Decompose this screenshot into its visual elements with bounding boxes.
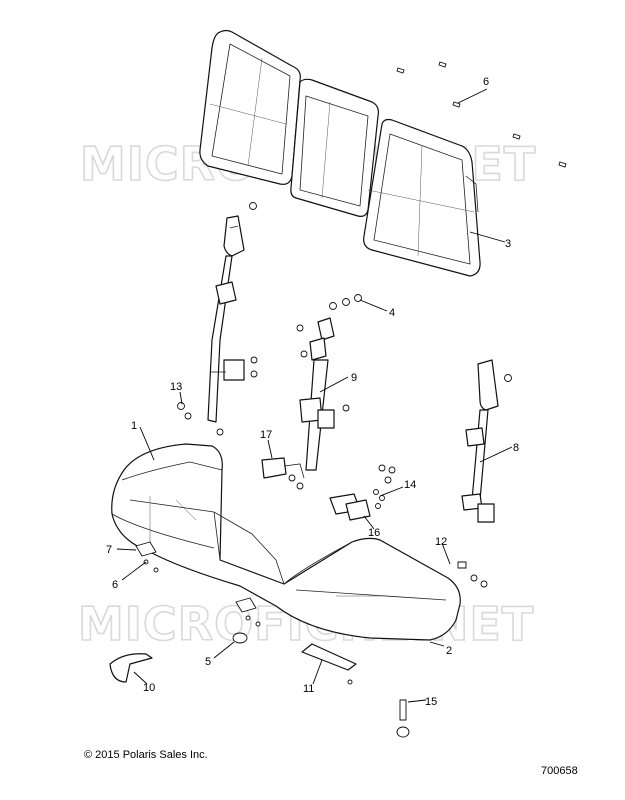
callout-12: 12 xyxy=(435,536,447,548)
callout-11: 11 xyxy=(303,683,314,695)
callout-2: 2 xyxy=(446,645,452,657)
buckle-17 xyxy=(261,457,305,490)
copyright-text: © 2015 Polaris Sales Inc. xyxy=(84,749,208,761)
leader-lines xyxy=(116,88,513,703)
callout-6-top: 6 xyxy=(483,76,489,88)
callout-7: 7 xyxy=(106,544,112,556)
buckle-16 xyxy=(329,489,385,521)
seat-back xyxy=(199,29,481,277)
callout-15: 15 xyxy=(425,696,437,708)
clip-10 xyxy=(109,653,153,683)
grommet-5 xyxy=(232,632,248,644)
callout-16: 16 xyxy=(368,527,380,539)
callout-3: 3 xyxy=(505,238,511,250)
callout-14: 14 xyxy=(404,479,416,491)
callout-8: 8 xyxy=(513,442,519,454)
bracket-11 xyxy=(301,643,357,671)
drawing-number: 700658 xyxy=(541,765,578,777)
seat-belt-right xyxy=(461,359,499,523)
bracket-7 xyxy=(135,541,157,557)
callout-1: 1 xyxy=(131,420,137,432)
callout-6-bottom: 6 xyxy=(112,579,118,591)
callout-10: 10 xyxy=(143,682,155,694)
seat-belt-center xyxy=(299,317,335,471)
seat-belt-left xyxy=(207,215,245,423)
callout-13: 13 xyxy=(170,381,182,393)
callout-4: 4 xyxy=(389,307,395,319)
push-pin-15 xyxy=(399,699,407,721)
callout-17: 17 xyxy=(260,429,272,441)
callout-5: 5 xyxy=(205,656,211,668)
callout-9: 9 xyxy=(351,372,357,384)
callouts: 1 2 3 4 5 6 6 7 8 9 10 11 12 13 14 15 16… xyxy=(106,76,519,708)
nuts-4 xyxy=(329,294,362,310)
seat-back-bolts xyxy=(249,61,567,210)
nut-13 xyxy=(177,402,185,410)
bolt-12 xyxy=(457,561,467,569)
